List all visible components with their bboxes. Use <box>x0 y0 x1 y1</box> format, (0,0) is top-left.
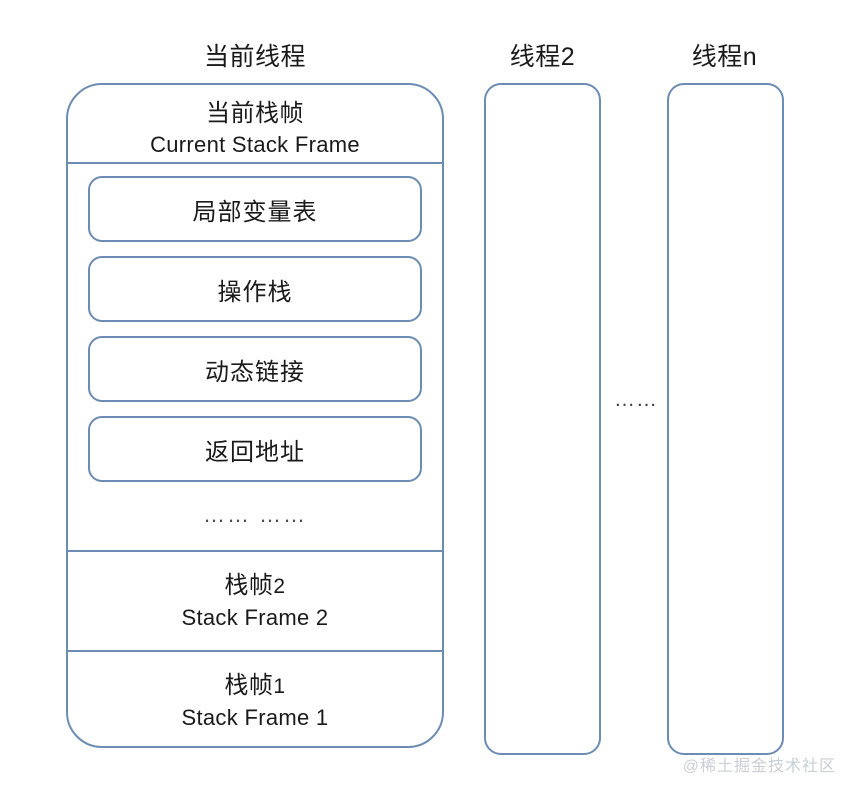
stack-frame-2-title-en: Stack Frame 2 <box>181 604 329 630</box>
stack-frame-component-operand-stack: 操作栈 <box>88 256 422 322</box>
stack-frame-2-row: 栈帧2 Stack Frame 2 <box>68 550 442 652</box>
stack-frame-1-title-cn-text: 栈帧 <box>224 671 274 699</box>
column-title-thread-2: 线程2 <box>509 43 576 71</box>
stack-frame-components-ellipsis: …… …… <box>202 502 308 527</box>
current-thread-stack-container: 当前栈帧 Current Stack Frame 局部变量表 操作栈 动态链接 … <box>66 83 444 748</box>
stack-frame-component-return-address: 返回地址 <box>88 416 422 482</box>
stack-frame-component-dynamic-linking: 动态链接 <box>88 336 422 402</box>
thread-n-stack-container <box>667 83 784 755</box>
current-stack-frame-title-cn: 当前栈帧 <box>206 99 304 127</box>
stack-frame-2-index: 2 <box>273 574 286 598</box>
stack-frame-1-index: 1 <box>273 674 286 698</box>
stack-frame-component-local-variable-table: 局部变量表 <box>88 176 422 242</box>
thread-2-stack-container <box>484 83 601 755</box>
current-stack-frame-title-en: Current Stack Frame <box>150 131 360 157</box>
stack-frame-2-title-cn: 栈帧2 <box>224 570 285 603</box>
threads-ellipsis: …… <box>614 388 658 411</box>
current-stack-frame-body: 局部变量表 操作栈 动态链接 返回地址 …… …… <box>68 164 442 550</box>
stack-frame-1-row: 栈帧1 Stack Frame 1 <box>68 652 442 750</box>
watermark: @稀土掘金技术社区 <box>682 758 836 775</box>
stack-frame-1-title-cn: 栈帧1 <box>224 670 285 703</box>
current-stack-frame-header: 当前栈帧 Current Stack Frame <box>68 85 442 164</box>
stack-frame-1-title-en: Stack Frame 1 <box>181 704 329 730</box>
column-title-thread-n: 线程n <box>691 43 758 71</box>
stack-frame-2-title-cn-text: 栈帧 <box>224 571 274 599</box>
column-title-current-thread: 当前线程 <box>203 43 306 71</box>
